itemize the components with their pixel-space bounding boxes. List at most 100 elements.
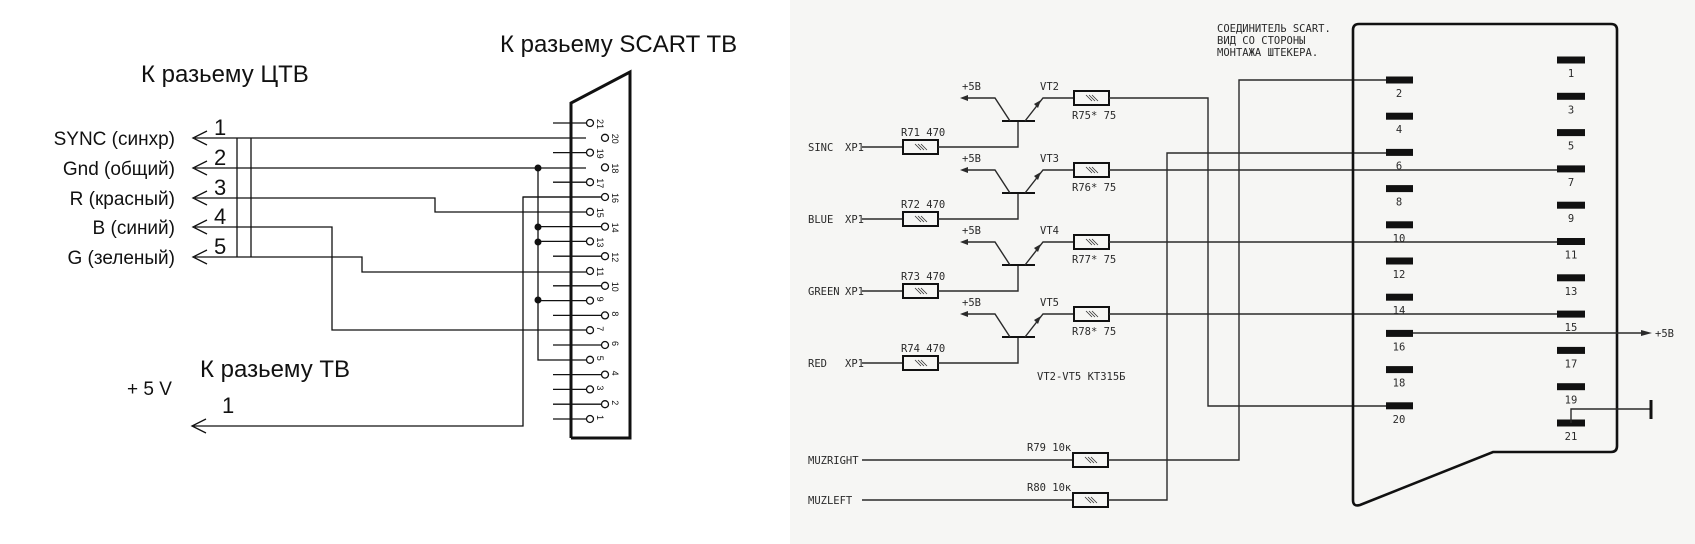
pin-contact-icon [585,237,595,246]
pin-contact-icon [600,133,610,142]
supply-label: +5В [962,225,981,237]
pin-number: 13 [595,237,605,247]
wire-vt2-to-pin20 [1109,97,1386,407]
signal-label: GREEN [808,286,840,298]
emitter-arrow-icon [1034,316,1041,324]
pin-number: 5 [595,356,605,361]
resistor-hatch-icon [914,143,928,151]
pin-number: 17 [595,178,605,188]
resistor-hatch-icon [1084,496,1098,504]
transistor-type-note: VT2-VT5 КТ315Б [1037,371,1126,383]
signal-label: SYNC (синхр) [54,129,175,150]
wire-green-to-pin11 [195,256,586,273]
output-resistor-label: R76* 75 [1072,182,1116,194]
pin-contact-icon [585,148,595,157]
transistor-label: VT4 [1040,225,1059,237]
pin-contact-icon [1386,76,1413,84]
pin-number: 9 [1568,213,1574,225]
pin-number: 2 [610,400,620,405]
pin-contact-icon [1557,56,1585,64]
pin-number: 12 [1393,269,1406,281]
pin-contact-icon [600,400,610,409]
pin-contact-icon [1386,402,1413,410]
signal-pin-number: 3 [214,175,226,200]
pin-contact-icon [600,222,610,231]
pin-contact-icon [600,163,610,172]
audio-resistor-label: R80 10к [1027,482,1072,494]
output-resistor-label: R75* 75 [1072,110,1116,122]
pin-number: 3 [1568,104,1574,116]
emitter-wire [1024,241,1074,266]
connector-label: XP1 [845,142,864,154]
scanned-schematic-background [790,0,1695,544]
supply-label: +5В [962,81,981,93]
pin-contact-icon [585,355,595,364]
arrow-left-icon [960,311,968,317]
pin-number: 17 [1565,358,1578,370]
base-wire [938,265,1019,292]
supply-out-label: +5В [1655,328,1674,340]
pin-contact-icon [1386,366,1413,374]
arrow-left-icon [960,239,968,245]
wire-muzright-to-pin2 [1108,79,1386,461]
transistor-label: VT3 [1040,153,1059,165]
emitter-wire [1024,97,1074,122]
resistor-hatch-icon [1085,238,1099,246]
pin-number: 19 [1565,395,1578,407]
collector-wire [966,241,1011,266]
pin-contact-icon [585,326,595,335]
base-wire [938,193,1019,220]
collector-wire [966,313,1011,338]
signal-label: Gnd (общий) [63,159,175,180]
pin-contact-icon [600,252,610,261]
pin-number: 4 [1396,124,1402,136]
resistor-hatch-icon [914,359,928,367]
arrow-left-icon [191,190,208,206]
emitter-wire [1024,169,1074,194]
pin-contact-icon [600,192,610,202]
pin-number: 18 [610,163,620,173]
wire-blue-to-pin7 [195,226,586,331]
signal-pin-number: 5 [214,234,226,259]
pin-number: 2 [1396,88,1402,100]
scart-connector-title: К разьему SCART ТВ [500,31,737,58]
pin-contact-icon [600,340,610,350]
input-resistor-label: R74 470 [901,343,945,355]
input-resistor-label: R72 470 [901,199,945,211]
scart-view-title-line-2: ВИД СО СТОРОНЫ [1217,35,1306,47]
supply-label: +5В [962,297,981,309]
arrow-right-icon [1641,330,1652,336]
pin-number: 11 [595,267,605,276]
pin-number: 8 [610,311,620,316]
pin-contact-icon [1557,383,1585,391]
pin-number: 1 [1568,68,1574,80]
pin-contact-icon [1557,92,1585,100]
signal-label: R (красный) [70,189,175,210]
pin-number: 4 [610,371,620,376]
scart-connector-outline [1351,22,1619,507]
pin-number: 1 [595,415,605,420]
emitter-arrow-icon [1034,244,1041,252]
signal-pin-number: 2 [214,145,226,170]
connector-label: XP1 [845,286,864,298]
pin-number: 18 [1393,378,1406,390]
audio-signal-label: MUZRIGHT [808,455,859,467]
pin-number: 20 [1393,414,1406,426]
pin-number: 21 [595,119,605,129]
signal-pin-number: 4 [214,204,226,229]
arrow-left-icon [191,219,208,235]
pin-number: 9 [595,297,605,302]
pin-contact-icon [1386,148,1413,156]
pin-number: 13 [1565,286,1578,298]
pin-number: 5 [1568,141,1574,153]
pin-contact-icon [1386,112,1413,120]
wire-pin16-to-5v [192,196,601,427]
pin-contact-icon [1557,346,1585,354]
